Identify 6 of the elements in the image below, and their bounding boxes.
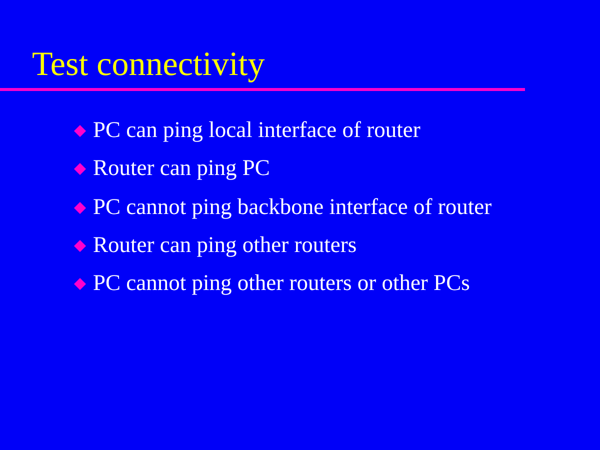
slide-title: Test connectivity (32, 46, 265, 84)
bullet-text: Router can ping other routers (93, 232, 357, 258)
bullet-text: Router can ping PC (93, 156, 270, 182)
bullet-text: PC can ping local interface of router (93, 118, 420, 143)
bullet-text: PC cannot ping backbone interface of router (93, 194, 492, 220)
bullet-text: PC cannot ping other routers or other PCs (93, 271, 470, 296)
